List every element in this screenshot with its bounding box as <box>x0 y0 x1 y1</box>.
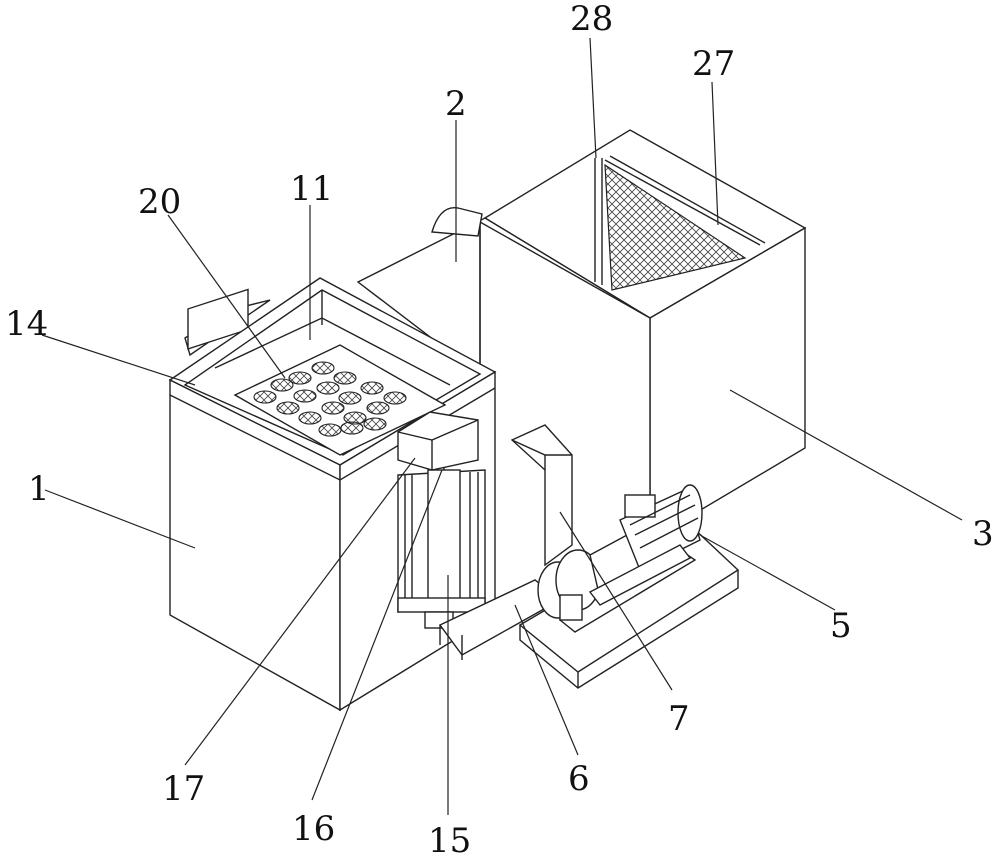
motor-terminal-box <box>624 494 656 518</box>
leader-lines <box>41 37 963 815</box>
label-7: 7 <box>668 699 690 739</box>
label-1: 1 <box>28 469 50 509</box>
label-15: 15 <box>428 821 471 860</box>
connecting-pipe-top <box>431 207 483 237</box>
label-17: 17 <box>162 769 205 809</box>
label-3: 3 <box>972 514 994 554</box>
filter-mesh-screen <box>604 163 747 291</box>
hydraulic-cylinder <box>427 469 461 611</box>
perforated-plate <box>233 344 447 456</box>
label-20: 20 <box>138 182 181 222</box>
right-tank <box>483 129 807 542</box>
mesh-frame-rail <box>604 159 761 246</box>
pump-assembly <box>510 424 703 621</box>
label-28: 28 <box>570 0 613 39</box>
motor-box-rear <box>187 288 249 350</box>
label-27: 27 <box>692 44 735 84</box>
label-14: 14 <box>5 304 48 344</box>
label-2: 2 <box>445 84 467 124</box>
lifting-column <box>397 411 486 629</box>
reference-numerals: 28 27 2 11 20 14 1 3 5 7 6 17 16 15 <box>5 0 994 861</box>
label-16: 16 <box>292 809 335 849</box>
label-11: 11 <box>290 169 333 209</box>
middle-tank <box>356 207 652 642</box>
label-5: 5 <box>830 606 852 646</box>
top-motor-box <box>397 411 479 471</box>
label-6: 6 <box>568 759 590 799</box>
